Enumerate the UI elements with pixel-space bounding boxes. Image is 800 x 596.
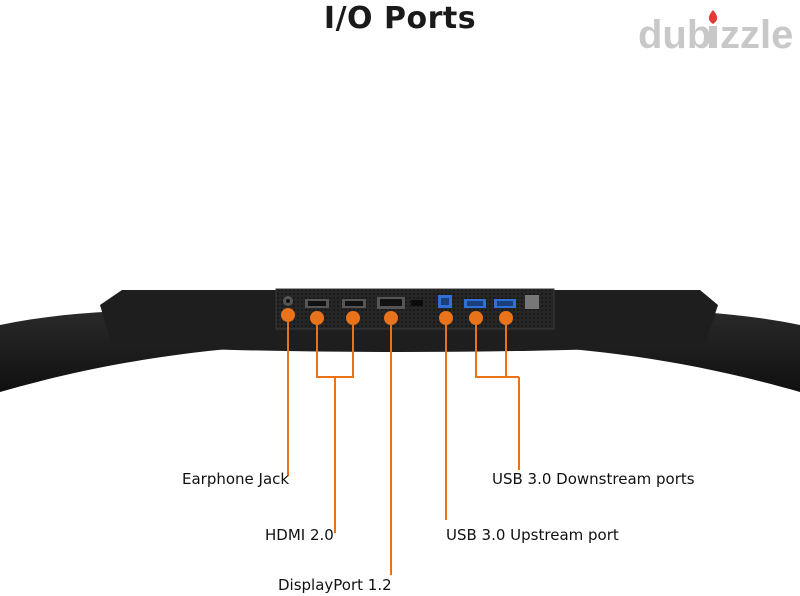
displayport-icon	[377, 297, 405, 309]
callout-dot-earphone	[281, 308, 295, 322]
usb-b-port-icon	[438, 295, 452, 308]
usb-a-port-icon	[464, 299, 486, 308]
flame-icon	[708, 10, 718, 24]
callout-dot-usb-up	[439, 311, 453, 325]
callout-dot-displayport	[384, 311, 398, 325]
label-earphone-jack: Earphone Jack	[182, 470, 290, 488]
label-usb-upstream: USB 3.0 Upstream port	[446, 526, 619, 544]
power-port-icon	[525, 295, 539, 309]
hdmi-port-icon-2	[342, 299, 366, 308]
dubizzle-watermark-logo: dub zzle	[638, 10, 793, 57]
page-title: I/O Ports	[323, 1, 477, 36]
usb-a-port-icon-2	[494, 299, 516, 308]
svg-text:dub: dub	[638, 13, 711, 57]
callout-dot-usb-down-2	[499, 311, 513, 325]
earphone-jack-icon	[283, 296, 293, 306]
callout-dot-hdmi-1	[310, 311, 324, 325]
label-usb-downstream: USB 3.0 Downstream ports	[492, 470, 695, 488]
svg-text:zzle: zzle	[720, 13, 793, 57]
lock-slot	[411, 300, 423, 306]
label-hdmi: HDMI 2.0	[265, 526, 334, 544]
callout-dot-usb-down-1	[469, 311, 483, 325]
callout-dot-hdmi-2	[346, 311, 360, 325]
hdmi-port-icon	[305, 299, 329, 308]
label-displayport: DisplayPort 1.2	[278, 576, 392, 594]
leader-usb-down	[475, 325, 520, 470]
leader-hdmi	[316, 325, 354, 533]
